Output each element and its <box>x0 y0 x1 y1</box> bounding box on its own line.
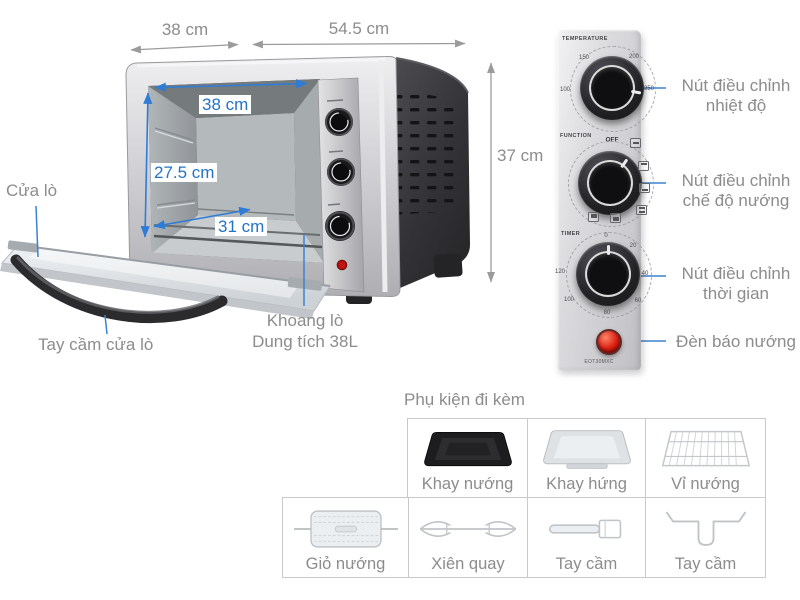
function-knob <box>578 151 642 215</box>
front-indicator-light <box>336 259 348 271</box>
timer-scale <box>566 232 652 318</box>
top-heat-mode-icon <box>638 161 649 171</box>
inner-depth-dimension: 31 cm <box>215 217 268 236</box>
temp-tick-250: 250 <box>643 86 655 92</box>
temperature-label: TEMPERATURE <box>562 36 608 42</box>
timer-tick-40: 40 <box>641 271 649 277</box>
dual-heat-mode-icon <box>636 205 647 215</box>
wire-rack-icon <box>648 424 763 475</box>
temp-tick-150: 150 <box>578 55 590 61</box>
timer-knob <box>576 242 640 306</box>
model-number: EOT30MXC <box>584 359 614 365</box>
interior-dimension-arrows <box>140 79 308 238</box>
baking-tray-icon <box>410 424 525 475</box>
bottom-heat-mode-icon <box>639 183 650 193</box>
front-control-strip <box>317 77 365 293</box>
rotisserie-mode-icon <box>610 213 621 223</box>
outer-width-dimension: 54.5 cm <box>328 19 390 38</box>
control-panel-detail: TEMPERATURE 100 150 200 250 FUNCTION OFF… <box>554 30 656 370</box>
cavity-callout: Khoang lò Dung tích 38L <box>252 311 358 351</box>
door-handle-callout: Tay cầm cửa lò <box>38 335 154 354</box>
door-callout: Cửa lò <box>6 181 58 200</box>
timer-label: TIMER <box>561 231 581 237</box>
outer-height-dimension: 37 cm <box>497 146 544 165</box>
accessory-rotisserie-basket: Giỏ nướng <box>282 497 409 578</box>
function-label: FUNCTION <box>560 133 592 139</box>
timer-tick-0: 0 <box>604 233 608 239</box>
rotisserie-skewer-icon <box>411 503 525 555</box>
temp-tick-200: 200 <box>628 54 640 60</box>
rack-handle-icon <box>648 503 763 555</box>
oven-side-panel <box>388 57 470 288</box>
vent-grille <box>388 86 458 215</box>
drip-tray-icon <box>530 424 643 475</box>
temperature-knob <box>580 56 644 120</box>
dimension-arrows <box>130 39 495 283</box>
timer-knob-callout: Nút điều chỉnh thời gian <box>681 264 791 303</box>
inner-height-dimension: 27.5 cm <box>151 163 218 182</box>
accessory-tray-handle: Tay cầm <box>527 497 646 578</box>
function-off-tick: OFF <box>605 136 619 144</box>
temp-tick-100: 100 <box>559 87 571 93</box>
oven-door <box>0 240 331 324</box>
grill-mode-icon <box>588 212 599 222</box>
timer-tick-120: 120 <box>554 269 566 275</box>
front-knobs <box>325 108 355 241</box>
outer-depth-dimension: 38 cm <box>161 20 209 39</box>
temperature-scale <box>570 46 656 132</box>
indicator-light-callout: Đèn báo nướng <box>676 332 796 351</box>
function-knob-callout: Nút điều chỉnh chế độ nướng <box>681 171 791 210</box>
rotisserie-basket-icon <box>285 503 406 555</box>
temperature-knob-callout: Nút điều chỉnh nhiệt độ <box>681 76 791 115</box>
timer-tick-20: 20 <box>629 243 637 249</box>
timer-tick-100: 100 <box>563 297 575 303</box>
accessory-rotisserie-skewer: Xiên quay <box>408 497 528 578</box>
accessory-rack-handle: Tay cầm <box>645 497 766 578</box>
timer-tick-60: 60 <box>634 298 642 304</box>
convection-mode-icon <box>630 138 641 148</box>
timer-tick-80: 80 <box>603 310 611 316</box>
function-scale <box>568 141 654 227</box>
door-handle <box>10 254 228 324</box>
inner-width-dimension: 38 cm <box>199 95 252 114</box>
accessory-wire-rack: Vỉ nướng <box>645 418 766 498</box>
accessories-title: Phụ kiện đi kèm <box>404 390 525 409</box>
accessory-drip-tray: Khay hứng <box>527 418 646 498</box>
accessory-baking-tray: Khay nướng <box>407 418 528 498</box>
tray-handle-icon <box>530 503 643 555</box>
indicator-light <box>596 329 622 355</box>
